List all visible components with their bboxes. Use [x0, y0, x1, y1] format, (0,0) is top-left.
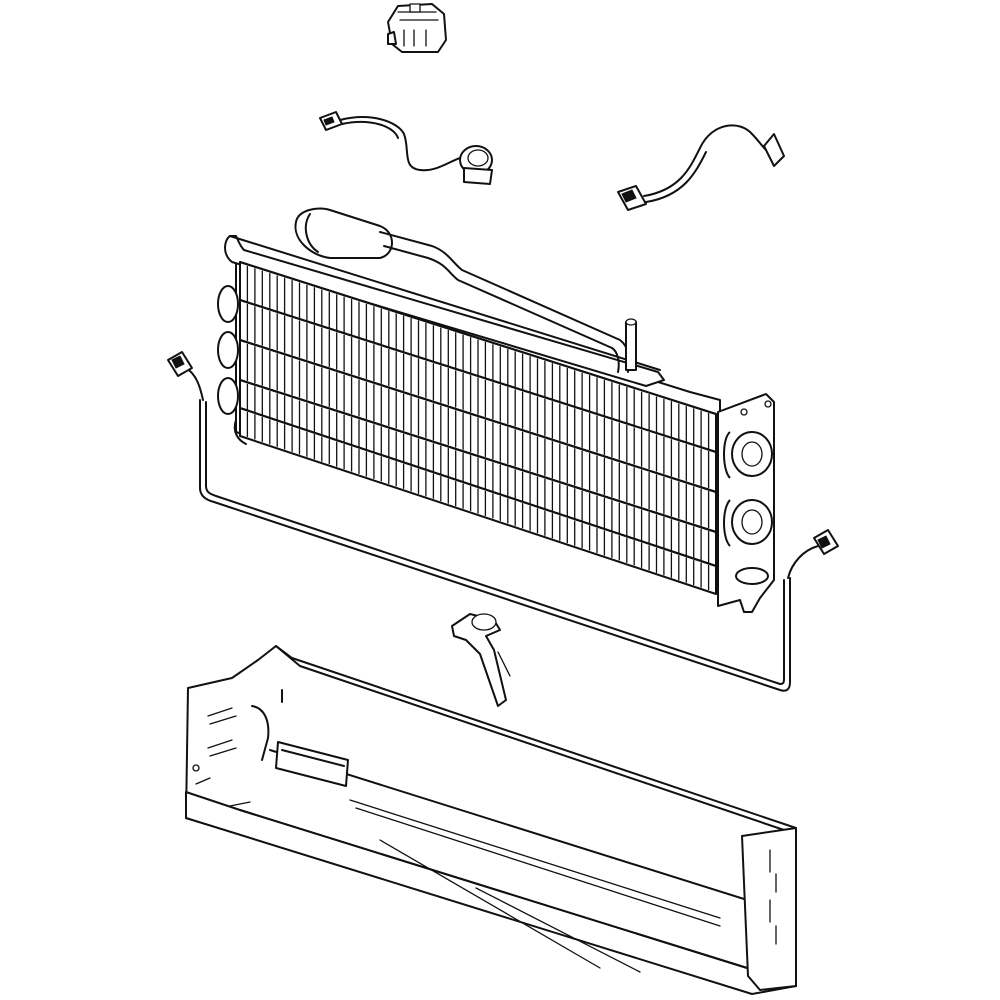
- evaporator-cover-tray: [185, 645, 797, 995]
- defrost-heater-loop: [167, 351, 839, 692]
- fin-row-edge: [239, 407, 717, 567]
- suction-tube-clip: [451, 613, 511, 707]
- fin-row-edge: [239, 339, 717, 493]
- evaporator-fins: [239, 261, 717, 595]
- evaporator-coil: [217, 207, 775, 613]
- temperature-sensor-harness: [617, 124, 785, 211]
- fin-row-edge: [239, 261, 717, 415]
- evaporator-sensor-harness: [319, 111, 493, 185]
- fin-row-edge: [239, 379, 717, 533]
- fin-row-edge: [239, 299, 717, 453]
- defrost-bimetal-thermostat: [387, 3, 447, 53]
